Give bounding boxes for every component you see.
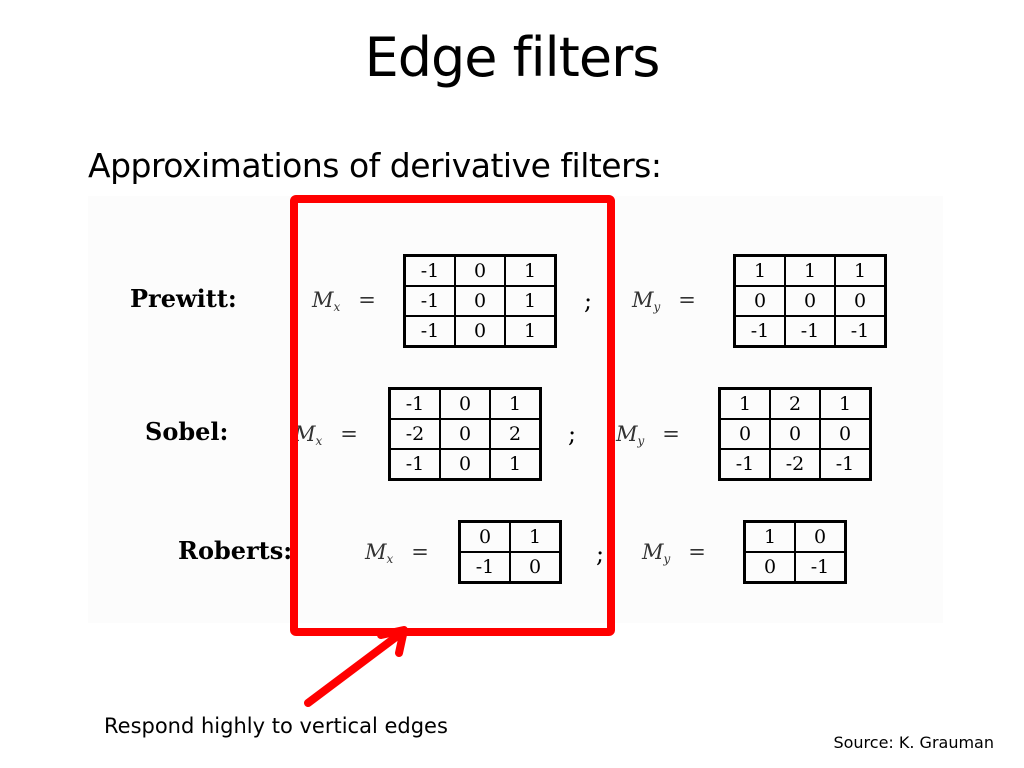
prewitt-my-equation: My= bbox=[632, 288, 696, 314]
matrix-row: -1-2-1 bbox=[718, 448, 872, 481]
matrix-cell: 1 bbox=[489, 448, 542, 481]
matrix-cell: 0 bbox=[794, 520, 847, 553]
matrix-cell: 0 bbox=[439, 418, 491, 450]
prewitt-label: Prewitt: bbox=[130, 284, 237, 313]
matrix-cell: 1 bbox=[718, 387, 771, 420]
matrix-cell: 0 bbox=[458, 520, 511, 553]
matrix-cell: -1 bbox=[403, 285, 456, 317]
sobel-separator: ; bbox=[568, 420, 577, 448]
matrix-cell: 1 bbox=[743, 520, 796, 553]
matrix-cell: -1 bbox=[458, 551, 511, 584]
slide-title: Edge filters bbox=[364, 26, 661, 89]
matrix-cell: -1 bbox=[403, 254, 456, 287]
matrix-cell: 1 bbox=[504, 285, 557, 317]
matrix-cell: -1 bbox=[834, 315, 887, 348]
matrix-cell: 1 bbox=[784, 254, 836, 287]
matrix-cell: 1 bbox=[504, 254, 557, 287]
slide-subtitle: Approximations of derivative filters: bbox=[88, 146, 662, 185]
matrix-cell: 0 bbox=[454, 285, 506, 317]
matrix-cell: 0 bbox=[834, 285, 887, 317]
matrix-cell: -1 bbox=[794, 551, 847, 584]
matrix-cell: -1 bbox=[388, 387, 441, 420]
matrix-cell: 1 bbox=[733, 254, 786, 287]
sobel-label: Sobel: bbox=[145, 417, 229, 446]
matrix-cell: 1 bbox=[819, 387, 872, 420]
matrix-cell: -1 bbox=[718, 448, 771, 481]
matrix-cell: 2 bbox=[769, 387, 821, 420]
prewitt-mx-equation: Mx= bbox=[312, 288, 376, 314]
matrix-cell: 0 bbox=[439, 448, 491, 481]
matrix-row: 0-1 bbox=[743, 551, 847, 584]
matrix-cell: 0 bbox=[718, 418, 771, 450]
matrix-cell: 0 bbox=[733, 285, 786, 317]
matrix-cell: 1 bbox=[509, 520, 562, 553]
annotation-caption: Respond highly to vertical edges bbox=[104, 714, 448, 738]
roberts-label: Roberts: bbox=[178, 536, 293, 565]
sobel-mx-equation: Mx= bbox=[294, 422, 358, 448]
matrix-cell: 1 bbox=[489, 387, 542, 420]
matrix-cell: -2 bbox=[769, 448, 821, 481]
roberts-my-equation: My= bbox=[642, 540, 706, 566]
matrix-row: -1-1-1 bbox=[733, 315, 887, 348]
matrix-cell: 0 bbox=[769, 418, 821, 450]
matrix-cell: -1 bbox=[388, 448, 441, 481]
matrix-cell: 0 bbox=[439, 387, 491, 420]
prewitt-separator: ; bbox=[584, 287, 593, 315]
matrix-cell: -2 bbox=[388, 418, 441, 450]
matrix-cell: 1 bbox=[834, 254, 887, 287]
matrix-cell: 0 bbox=[784, 285, 836, 317]
matrix-cell: -1 bbox=[819, 448, 872, 481]
roberts-mx-equation: Mx= bbox=[365, 540, 429, 566]
matrix-cell: 0 bbox=[509, 551, 562, 584]
matrix-cell: 0 bbox=[454, 315, 506, 348]
matrix-cell: 0 bbox=[743, 551, 796, 584]
matrix-cell: -1 bbox=[733, 315, 786, 348]
matrix-cell: 0 bbox=[819, 418, 872, 450]
matrix-cell: 0 bbox=[454, 254, 506, 287]
source-credit: Source: K. Grauman bbox=[833, 733, 994, 752]
matrix-cell: -1 bbox=[784, 315, 836, 348]
matrix-cell: -1 bbox=[403, 315, 456, 348]
matrix-cell: 2 bbox=[489, 418, 542, 450]
sobel-my-equation: My= bbox=[616, 422, 680, 448]
roberts-separator: ; bbox=[596, 540, 605, 568]
matrix-cell: 1 bbox=[504, 315, 557, 348]
